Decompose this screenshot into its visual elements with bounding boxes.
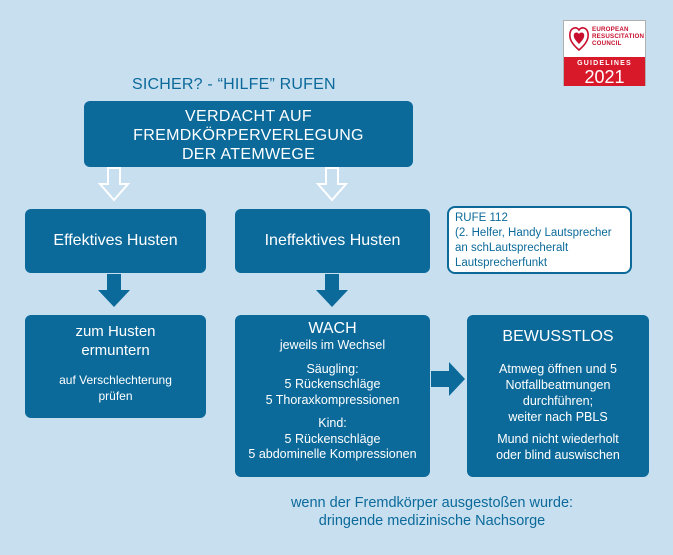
aftercare-note: wenn der Fremdkörper ausgestoßen wurde: … <box>232 494 632 530</box>
guidelines-year: 2021 <box>584 67 625 87</box>
infant-label: Säugling: <box>306 361 359 376</box>
unconscious-box: BEWUSSTLOS Atmweg öffnen und 5 Notfallbe… <box>467 315 649 477</box>
outline-arrow-left <box>97 167 131 202</box>
conscious-box: WACH jeweils im Wechsel Säugling: 5 Rück… <box>235 315 430 477</box>
erc-heart-icon <box>569 27 589 52</box>
rufe-line: Lautsprecherfunkt <box>455 257 548 269</box>
unconscious-step: Notfallbeatmungen <box>505 378 611 392</box>
encourage-sub: prüfen <box>98 389 133 403</box>
encourage-head: zum Husten <box>75 323 156 340</box>
aftercare-line: dringende medizinische Nachsorge <box>318 513 546 529</box>
child-label: Kind: <box>318 416 347 430</box>
child-step: 5 Rückenschläge <box>284 431 381 446</box>
unconscious-heading: BEWUSSTLOS <box>502 328 614 345</box>
page-title: SICHER? - “HILFE” RUFEN <box>132 76 336 93</box>
conscious-subheading: jeweils im Wechsel <box>279 338 386 352</box>
solid-arrow-left <box>98 274 130 307</box>
unconscious-step: durchführen; <box>522 394 594 408</box>
encourage-cough-box: zum Husten ermuntern auf Verschlechterun… <box>25 315 206 418</box>
guidelines-band: GUIDELINES 2021 <box>564 57 645 86</box>
unconscious-step: weiter nach PBLS <box>508 410 608 424</box>
infant-step: 5 Rückenschläge <box>284 377 381 391</box>
child-step: 5 abdominelle Kompressionen <box>248 447 417 461</box>
ineffective-cough-box: Ineffektives Husten <box>235 209 430 273</box>
encourage-sub: auf Verschlechterung <box>59 373 172 387</box>
unconscious-note: oder blind auswischen <box>496 448 620 462</box>
main-line: FREMDKÖRPERVERLEGUNG <box>133 127 364 144</box>
rufe-line: an schLautsprecheralt <box>455 242 569 254</box>
effective-cough-box: Effektives Husten <box>25 209 206 273</box>
call-112-box: RUFE 112 (2. Helfer, Handy Lautsprecher … <box>447 206 632 274</box>
erc-org-name: EUROPEAN RESUSCITATION COUNCIL <box>592 26 645 48</box>
encourage-head: ermuntern <box>81 342 150 359</box>
unconscious-step: Atmweg öffnen und 5 <box>499 362 617 376</box>
main-line: DER ATEMWEGE <box>181 146 316 163</box>
solid-arrow-middle <box>316 274 348 307</box>
rufe-line: RUFE 112 <box>455 212 508 224</box>
main-suspicion-box: VERDACHT AUF FREMDKÖRPERVERLEGUNG DER AT… <box>84 101 413 167</box>
conscious-heading: WACH <box>308 320 357 337</box>
rufe-line: (2. Helfer, Handy Lautsprecher <box>455 227 612 239</box>
unconscious-note: Mund nicht wiederholt <box>497 432 619 446</box>
outline-arrow-right <box>315 167 349 202</box>
erc-logo: EUROPEAN RESUSCITATION COUNCIL GUIDELINE… <box>563 20 646 86</box>
infant-step: 5 Thoraxkompressionen <box>265 392 400 407</box>
guidelines-label: GUIDELINES <box>577 60 632 67</box>
solid-arrow-right <box>431 362 465 396</box>
aftercare-line: wenn der Fremdkörper ausgestoßen wurde: <box>290 495 574 511</box>
main-line: VERDACHT AUF <box>185 108 312 125</box>
